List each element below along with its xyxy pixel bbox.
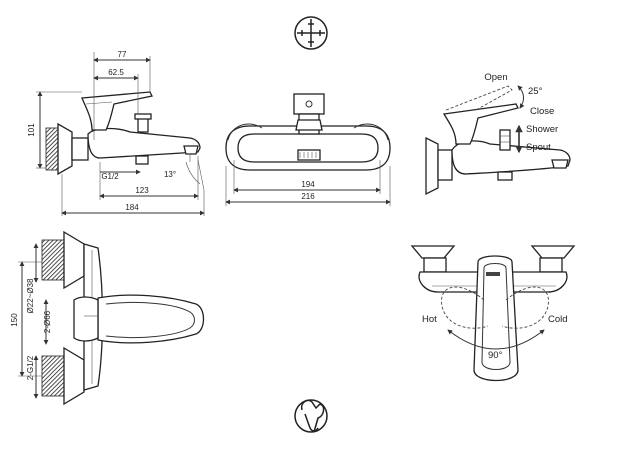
dim-123: 123 <box>135 186 149 195</box>
label-angle-25: 25° <box>528 86 543 97</box>
dim-62-5: 62.5 <box>108 68 124 77</box>
hot-cold-view: Hot Cold 90° <box>410 245 576 382</box>
label-shower: Shower <box>526 124 558 135</box>
dim-184: 184 <box>125 203 139 212</box>
body-outline <box>87 127 201 159</box>
label-close: Close <box>530 106 554 117</box>
lever-handle <box>81 91 153 131</box>
top-plan-view: 150 Ø22~Ø38 2-Ø66 2-G1/2 <box>10 230 205 406</box>
handle-open-dashed <box>445 85 513 111</box>
label-cold: Cold <box>548 314 568 325</box>
wrench-hand-icon <box>294 399 328 433</box>
handle-closed <box>442 103 519 145</box>
label-hot: Hot <box>422 314 437 325</box>
dim-101: 101 <box>27 123 36 137</box>
operation-view: Open 25° Close Shower Spout <box>425 72 571 196</box>
dim-22-38: Ø22~Ø38 <box>26 278 35 313</box>
side-elevation-view: 77 62.5 101 G1/2 13° 123 184 <box>27 50 205 216</box>
cross-valve-icon <box>294 16 328 50</box>
label-spout: Spout <box>526 142 551 153</box>
dim-77: 77 <box>118 50 127 59</box>
dim-13-deg: 13° <box>164 170 176 179</box>
plan-spout <box>97 294 205 344</box>
dim-g12: G1/2 <box>101 172 119 181</box>
front-handle <box>293 93 325 115</box>
dim-216: 216 <box>301 192 315 201</box>
front-elevation-view: 194 216 <box>225 93 391 206</box>
label-angle-90: 90° <box>488 350 503 361</box>
dim-150: 150 <box>10 313 19 327</box>
dim-2-66: 2-Ø66 <box>43 310 52 333</box>
diverter <box>499 129 511 151</box>
dim-2-g12: 2-G1/2 <box>26 355 35 380</box>
wall-flange <box>45 127 59 171</box>
label-open: Open <box>484 72 507 83</box>
dim-194: 194 <box>301 180 315 189</box>
